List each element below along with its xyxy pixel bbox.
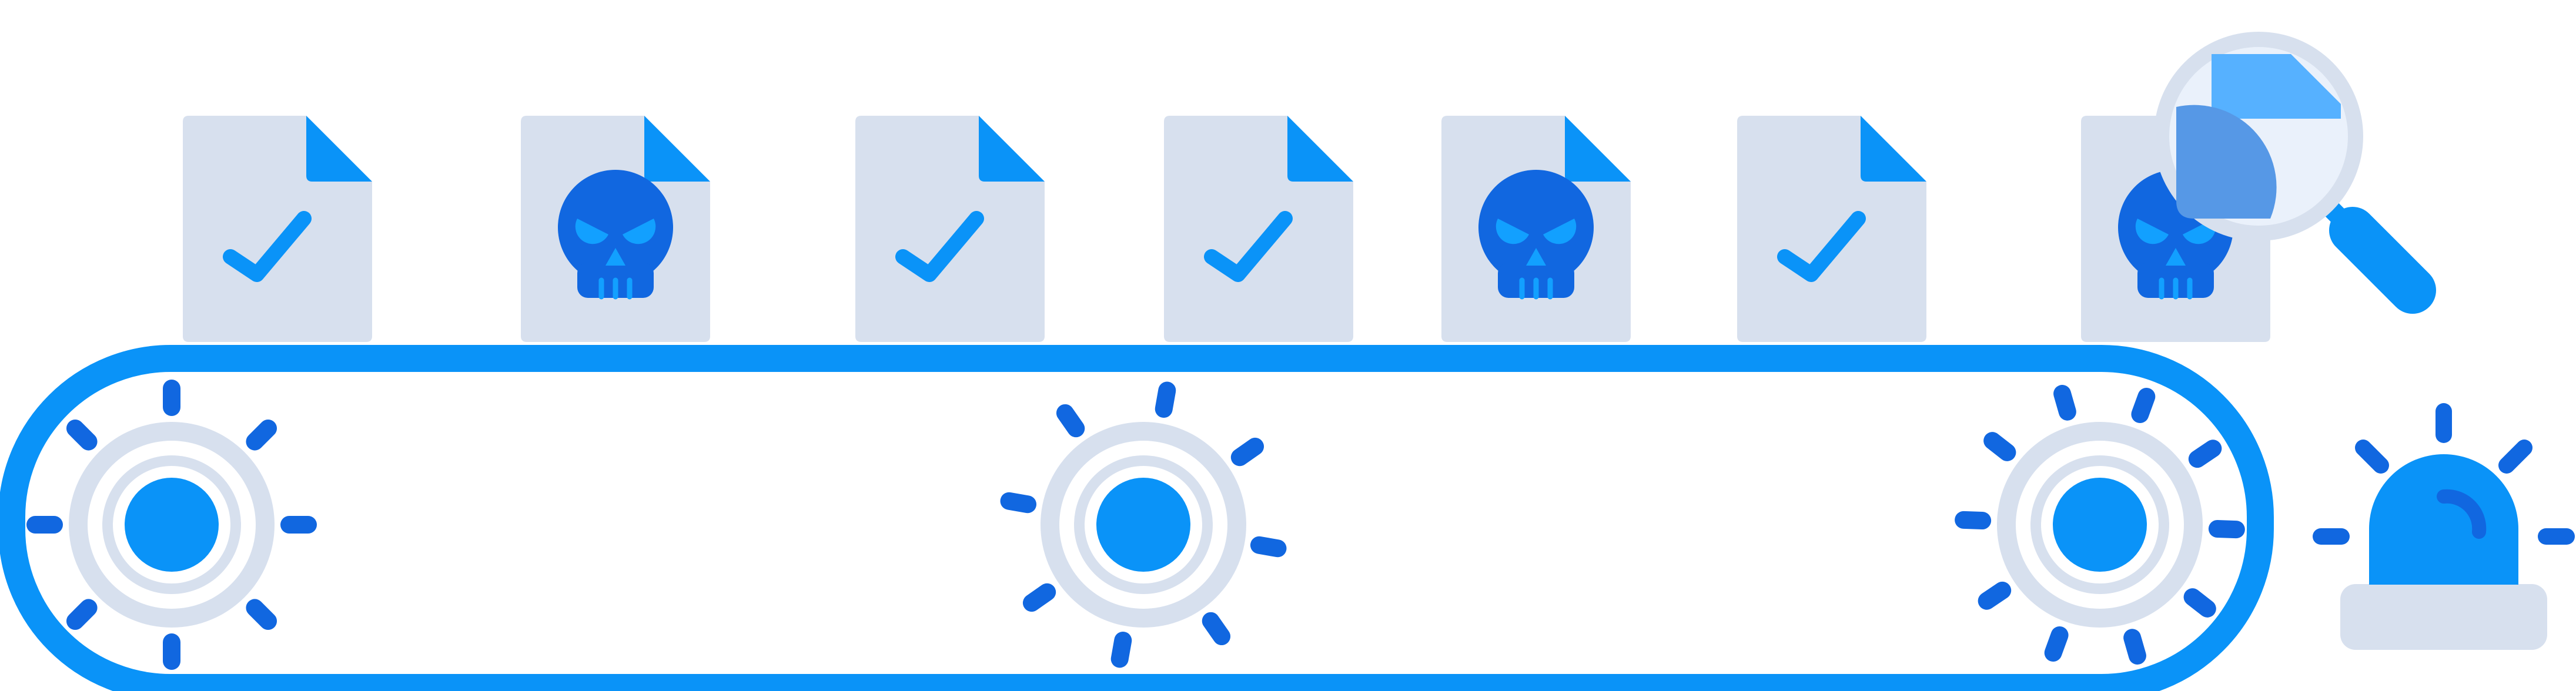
- skull-right-eye: [1543, 219, 1577, 244]
- magnifying-glass-icon: [2154, 32, 2436, 314]
- document-malicious-1: [521, 116, 710, 342]
- document-clean-1: [183, 116, 372, 342]
- document-clean-4: [1737, 116, 1926, 342]
- gear-tooth: [66, 419, 98, 451]
- gear-tooth: [1202, 612, 1231, 646]
- conveyor-belt-icon: [0, 345, 2274, 691]
- check-icon: [1204, 211, 1293, 282]
- gear-tooth: [1056, 404, 1085, 438]
- alarm-base: [2340, 584, 2547, 650]
- alarm-siren-icon: [2313, 403, 2575, 650]
- gear-tooth: [2044, 626, 2069, 662]
- document-page: [855, 116, 1045, 342]
- skull-left-eye: [2135, 219, 2169, 244]
- gear-tooth: [1022, 583, 1056, 612]
- gear-tooth: [1983, 432, 2016, 461]
- gear-icon: [26, 380, 317, 670]
- gear-tooth: [66, 599, 98, 630]
- skull-nose: [605, 248, 625, 266]
- skull-icon: [558, 170, 673, 300]
- check-icon: [223, 211, 312, 282]
- magnified-fold-corner: [2212, 54, 2341, 119]
- alarm-ray: [2355, 440, 2389, 474]
- alarm-dome: [2369, 454, 2518, 585]
- gear-tooth: [246, 599, 277, 630]
- gear-hub: [125, 478, 219, 572]
- skull-nose: [2166, 248, 2186, 266]
- conveyor-belt: [0, 345, 2274, 691]
- document-row: [183, 116, 2270, 342]
- skull-left-eye: [575, 219, 608, 244]
- document-fold-corner: [306, 116, 372, 182]
- gear-tooth: [1250, 536, 1287, 558]
- gear-hub: [2053, 478, 2147, 572]
- gear-icon: [1000, 381, 1287, 668]
- magnifier-neck: [2320, 197, 2371, 249]
- magnified-skull: [2176, 105, 2277, 219]
- gear-tooth: [1955, 511, 1992, 530]
- skull-cranium: [1478, 170, 1594, 285]
- gear-tooth: [1000, 492, 1037, 514]
- document-clean-2: [855, 116, 1045, 342]
- gear-tooth: [2131, 387, 2156, 424]
- document-fold-corner: [979, 116, 1045, 182]
- skull-cranium: [558, 170, 673, 285]
- gear-tooth: [1230, 437, 1264, 467]
- gear-tooth: [1155, 381, 1176, 418]
- document-fold-corner: [1287, 116, 1353, 182]
- gear-tooth: [2183, 588, 2216, 618]
- skull-left-eye: [1496, 219, 1529, 244]
- skull-icon: [1478, 170, 1594, 300]
- document-fold-corner: [644, 116, 710, 182]
- alarm-highlight: [2437, 489, 2487, 539]
- gear-hub: [1096, 478, 1190, 572]
- gear-tooth: [1110, 631, 1132, 668]
- document-fold-corner: [1565, 116, 1631, 182]
- skull-nose: [1526, 248, 1546, 266]
- gear-tooth: [246, 419, 277, 451]
- gear-icon: [1955, 384, 2245, 665]
- document-page: [1737, 116, 1926, 342]
- gear-tooth: [2188, 440, 2222, 468]
- document-page: [183, 116, 372, 342]
- gear-tooth: [1978, 581, 2012, 610]
- document-fold-corner: [1861, 116, 1926, 182]
- gear-tooth: [2053, 384, 2076, 421]
- skull-right-eye: [623, 219, 656, 244]
- check-icon: [895, 211, 984, 282]
- document-page: [1164, 116, 1353, 342]
- alarm-ray: [2498, 440, 2532, 474]
- document-malicious-2: [1441, 116, 1631, 342]
- gear-tooth: [2123, 629, 2146, 665]
- document-clean-3: [1164, 116, 1353, 342]
- check-icon: [1777, 211, 1866, 282]
